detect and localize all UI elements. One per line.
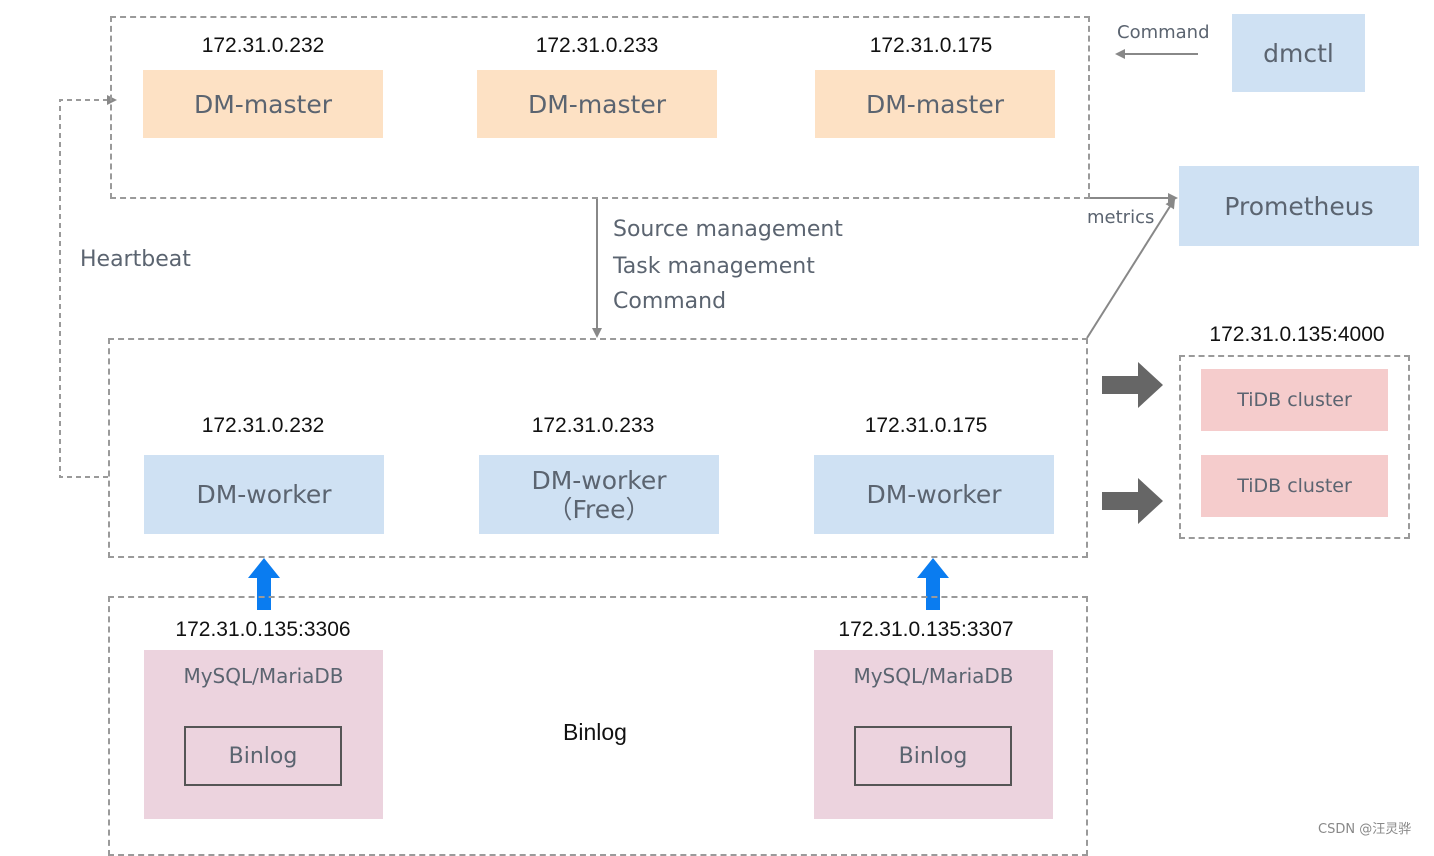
worker-ip-2: 172.31.0.233 (531, 414, 655, 437)
command-middle-label: Command (613, 289, 727, 314)
command-label: Command (1117, 22, 1210, 43)
heartbeat-connector (59, 95, 117, 478)
dm-master-node-2: DM-master (477, 70, 717, 138)
source-address-1: 172.31.0.135:3306 (175, 618, 351, 641)
prometheus-node: Prometheus (1179, 166, 1419, 246)
mysql-node-2: MySQL/MariaDB Binlog (814, 650, 1053, 819)
binlog-box-1: Binlog (184, 726, 342, 786)
task-management-label: Task management (613, 254, 815, 279)
dm-worker-label-2: DM-worker (531, 465, 667, 495)
dm-master-node-1: DM-master (143, 70, 383, 138)
binlog-center-label: Binlog (563, 719, 627, 745)
tidb-cluster-1: TiDB cluster (1201, 369, 1388, 431)
mysql-label-1: MySQL/MariaDB (183, 664, 344, 688)
worker-group (108, 338, 1088, 558)
source-address-2: 172.31.0.135:3307 (838, 618, 1014, 641)
heartbeat-label: Heartbeat (80, 247, 191, 272)
metrics-label: metrics (1087, 207, 1155, 228)
dm-worker-node-3: DM-worker (814, 455, 1054, 534)
worker-ip-3: 172.31.0.175 (864, 414, 988, 437)
tidb-group (1179, 355, 1410, 539)
dm-master-node-3: DM-master (815, 70, 1055, 138)
mysql-node-1: MySQL/MariaDB Binlog (144, 650, 383, 819)
binlog-arrow-1 (248, 558, 280, 610)
to-tidb-arrow-1 (1102, 362, 1163, 408)
master-group (110, 16, 1090, 199)
dm-worker-node-1: DM-worker (144, 455, 384, 534)
dm-worker-node-2: DM-worker （Free） (479, 455, 719, 534)
worker-ip-1: 172.31.0.232 (201, 414, 325, 437)
master-ip-2: 172.31.0.233 (535, 34, 659, 57)
tidb-address: 172.31.0.135:4000 (1209, 323, 1385, 346)
metrics-arrow-worker (1086, 198, 1176, 339)
dmctl-node: dmctl (1232, 14, 1365, 92)
dm-worker-free-label: （Free） (547, 494, 651, 524)
dm-worker-label-3: DM-worker (866, 480, 1002, 509)
master-ip-3: 172.31.0.175 (869, 34, 993, 57)
binlog-box-2: Binlog (854, 726, 1012, 786)
mysql-label-2: MySQL/MariaDB (853, 664, 1014, 688)
tidb-cluster-2: TiDB cluster (1201, 455, 1388, 517)
dm-worker-label-1: DM-worker (196, 480, 332, 509)
watermark: CSDN @汪灵骅 (1318, 822, 1412, 837)
to-tidb-arrow-2 (1102, 478, 1163, 524)
binlog-arrow-2 (917, 558, 949, 610)
master-ip-1: 172.31.0.232 (201, 34, 325, 57)
source-management-label: Source management (613, 217, 843, 242)
